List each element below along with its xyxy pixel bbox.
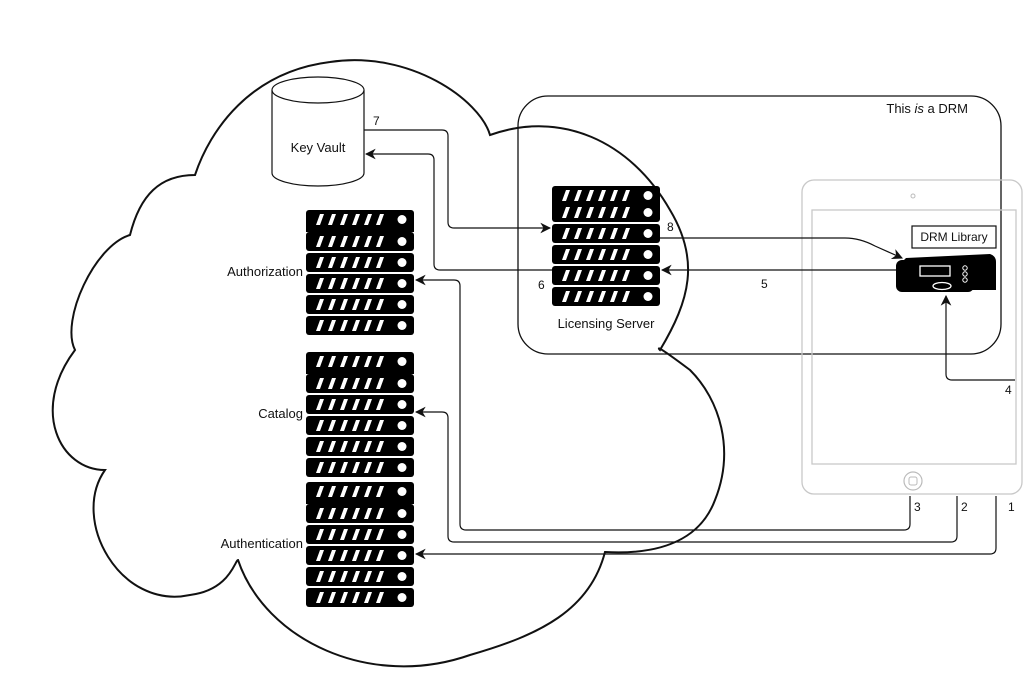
drm-library-label: DRM Library xyxy=(920,230,987,244)
authorization-server-node[interactable] xyxy=(306,210,414,335)
step-6-label: 6 xyxy=(538,278,545,292)
step-7-label: 7 xyxy=(373,114,380,128)
licensing-server-label: Licensing Server xyxy=(558,316,655,331)
drm-library-label-box xyxy=(911,225,997,249)
authentication-label: Authentication xyxy=(221,536,303,551)
edge-8 xyxy=(660,237,903,259)
catalog-server-node[interactable] xyxy=(306,352,414,477)
authorization-label: Authorization xyxy=(227,264,303,279)
step-1-label: 1 xyxy=(1008,500,1015,514)
tablet-home-button-icon[interactable] xyxy=(903,471,923,491)
tablet-device xyxy=(801,179,1023,495)
edge-2 xyxy=(414,406,958,543)
cloud-boundary xyxy=(51,59,726,668)
drm-boundary-box xyxy=(517,95,1002,355)
catalog-label: Catalog xyxy=(258,406,303,421)
edge-3 xyxy=(414,274,911,531)
step-8-label: 8 xyxy=(667,220,674,234)
edge-7 xyxy=(364,129,552,234)
step-5-label: 5 xyxy=(761,277,768,291)
authentication-server-node[interactable] xyxy=(306,482,414,607)
step-4-label: 4 xyxy=(1005,383,1012,397)
key-vault-label: Key Vault xyxy=(291,140,346,155)
drm-boundary-label: This is a DRM xyxy=(886,101,968,116)
licensing-server-node[interactable] xyxy=(552,186,660,306)
tablet-camera-icon xyxy=(910,193,916,199)
edge-6 xyxy=(364,148,552,271)
edge-1 xyxy=(414,496,997,560)
step-3-label: 3 xyxy=(914,500,921,514)
drm-library-node[interactable]: DRM Library xyxy=(896,225,997,292)
step-2-label: 2 xyxy=(961,500,968,514)
edge-4 xyxy=(940,294,1015,381)
key-vault-node[interactable]: Key Vault xyxy=(271,76,365,187)
